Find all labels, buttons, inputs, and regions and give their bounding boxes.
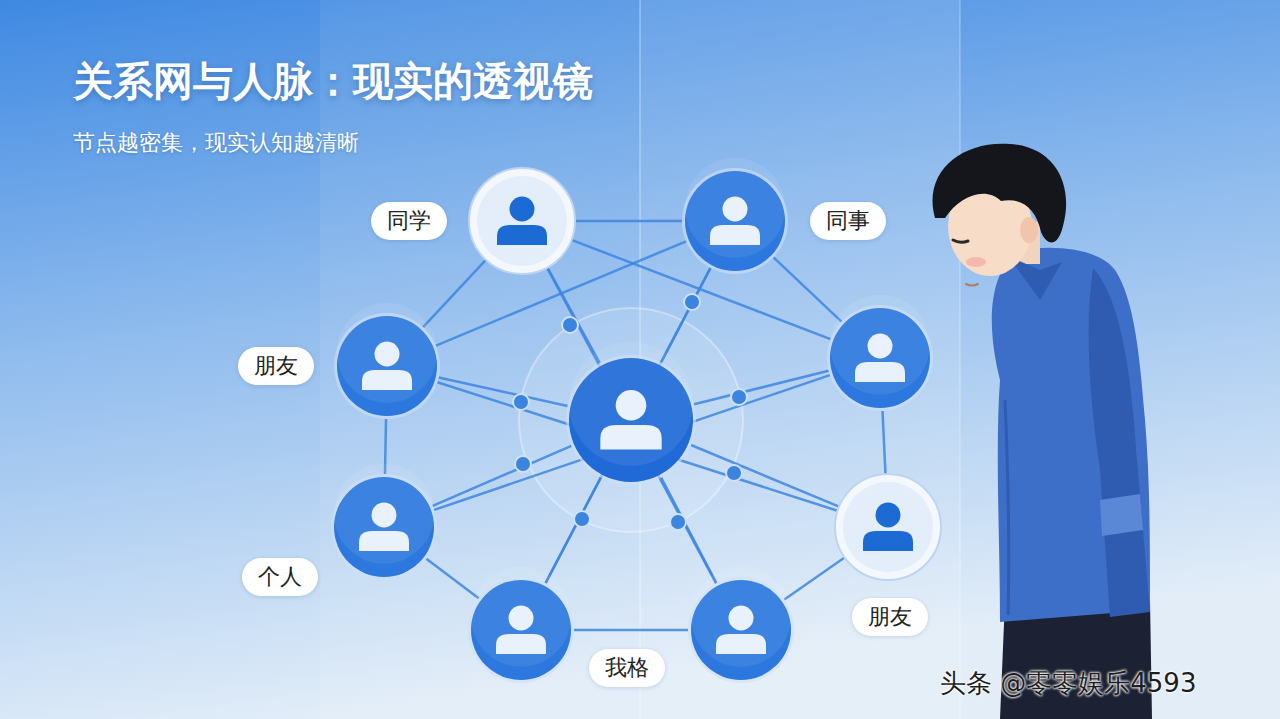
junction-dot [670,514,686,530]
node-circle [835,474,941,580]
node-label: 同学 [371,202,447,240]
network-label: 我格 [589,649,665,687]
node-circle [469,168,575,274]
node-circle [334,313,440,419]
person-node: 朋友 [334,313,440,419]
junction-dot [731,389,747,405]
panel-edge [959,0,961,719]
person-node: 个人 [331,474,437,580]
node-circle [331,474,437,580]
man-illustration [933,144,1152,719]
person-node [688,577,794,683]
junction-dot [515,456,531,472]
relation-line [574,629,688,632]
relation-line [546,268,711,583]
junction-dot [513,394,529,410]
node-circle [468,577,574,683]
node-circle [688,577,794,683]
relation-line [439,377,568,406]
node-label: 朋友 [852,598,928,636]
person-node: 同事 [682,168,788,274]
node-circle [682,168,788,274]
junction-dot [562,317,578,333]
node-label: 个人 [242,558,318,596]
relation-line [434,375,830,510]
relation-line [784,557,844,599]
relation-line [575,220,682,223]
person-node [566,355,696,485]
subtitle: 节点越密集，现实认知越清晰 [73,128,359,158]
relation-line [437,382,837,511]
node-label: 同事 [810,202,886,240]
person-node: 朋友 [835,474,941,580]
relation-line [774,257,842,321]
relation-line [426,559,478,598]
node-circle [566,355,696,485]
junction-dot [684,294,700,310]
relation-line [423,260,486,327]
title: 关系网与人脉：现实的透视镜 [73,54,593,109]
relation-line [433,446,572,506]
junction-dot [726,465,742,481]
node-label: 朋友 [238,347,314,385]
relation-line [883,411,886,474]
relation-line [691,445,839,507]
person-node: 同学 [469,168,575,274]
junction-dot [574,511,590,527]
person-node [827,305,933,411]
relation-line [547,268,716,584]
watermark: 头条 @零零娱乐4593 [940,666,1196,701]
person-node [468,577,574,683]
node-circle [827,305,933,411]
